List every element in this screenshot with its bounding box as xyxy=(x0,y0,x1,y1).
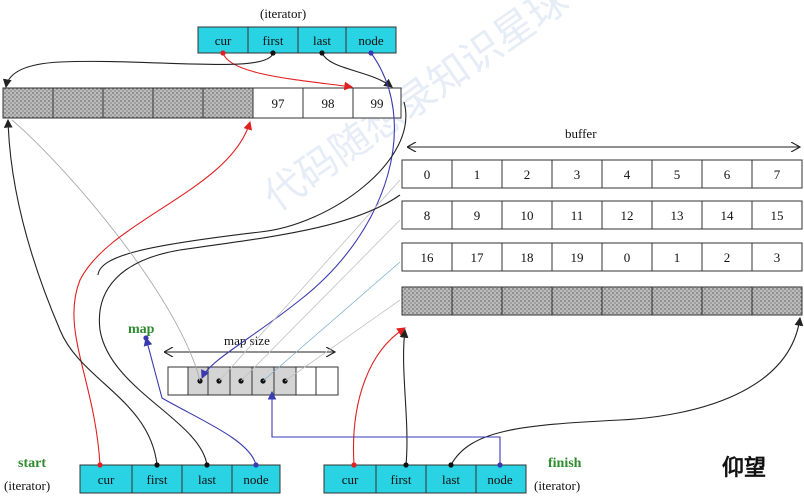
pointer-curves xyxy=(2,52,804,466)
top-iterator: cur first last node xyxy=(197,26,397,54)
buffer-grid: 0 1 2 3 4 5 6 7 8 9 10 11 12 13 14 15 16… xyxy=(401,159,803,316)
top-last-label: last xyxy=(313,33,331,48)
buffer-cell: 15 xyxy=(771,208,784,223)
top-buffer-99: 99 xyxy=(371,96,384,111)
map-size-label: map size xyxy=(224,333,270,348)
top-node-label: node xyxy=(358,33,384,48)
top-iterator-caption: (iterator) xyxy=(260,6,306,21)
top-buffer-97: 97 xyxy=(272,96,286,111)
start-node-label: node xyxy=(243,472,269,487)
buffer-cell: 11 xyxy=(571,208,584,223)
finish-caption: (iterator) xyxy=(534,478,580,493)
buffer-cell: 16 xyxy=(421,250,435,265)
buffer-cell: 6 xyxy=(724,167,731,182)
buffer-cell: 18 xyxy=(521,250,534,265)
buffer-cell: 4 xyxy=(624,167,631,182)
map-array xyxy=(167,366,339,396)
buffer-cell: 17 xyxy=(471,250,485,265)
buffer-cell: 10 xyxy=(521,208,534,223)
map-label: map xyxy=(128,322,155,337)
buffer-cell: 0 xyxy=(424,167,431,182)
start-iterator: cur first last node xyxy=(79,464,281,494)
buffer-cell: 14 xyxy=(721,208,735,223)
buffer-cell: 2 xyxy=(524,167,531,182)
buffer-cell: 9 xyxy=(474,208,481,223)
finish-title: finish xyxy=(548,456,582,471)
buffer-cell: 19 xyxy=(571,250,584,265)
buffer-cell: 3 xyxy=(774,250,781,265)
buffer-cell: 3 xyxy=(574,167,581,182)
finish-iterator: cur first last node xyxy=(323,464,527,494)
buffer-cell: 7 xyxy=(774,167,781,182)
signature: 仰望 xyxy=(722,455,767,481)
finish-cur-label: cur xyxy=(342,472,359,487)
top-buffer: 97 98 99 xyxy=(2,87,402,119)
buffer-cell: 1 xyxy=(674,250,681,265)
start-cur-label: cur xyxy=(98,472,115,487)
finish-first-label: first xyxy=(391,472,412,487)
top-buffer-98: 98 xyxy=(322,96,335,111)
pointer-dots xyxy=(97,50,503,468)
top-cur-label: cur xyxy=(215,33,232,48)
buffer-cell: 2 xyxy=(724,250,731,265)
top-first-label: first xyxy=(263,33,284,48)
start-caption: (iterator) xyxy=(4,478,50,493)
start-last-label: last xyxy=(198,472,216,487)
buffer-cell: 1 xyxy=(474,167,481,182)
buffer-cell: 5 xyxy=(674,167,681,182)
buffer-cell: 0 xyxy=(624,250,631,265)
buffer-cell: 13 xyxy=(671,208,684,223)
buffer-cell: 12 xyxy=(621,208,634,223)
buffer-cell: 8 xyxy=(424,208,431,223)
finish-last-label: last xyxy=(442,472,460,487)
start-title: start xyxy=(18,456,46,471)
buffer-label: buffer xyxy=(565,126,597,141)
finish-node-label: node xyxy=(487,472,513,487)
start-first-label: first xyxy=(147,472,168,487)
